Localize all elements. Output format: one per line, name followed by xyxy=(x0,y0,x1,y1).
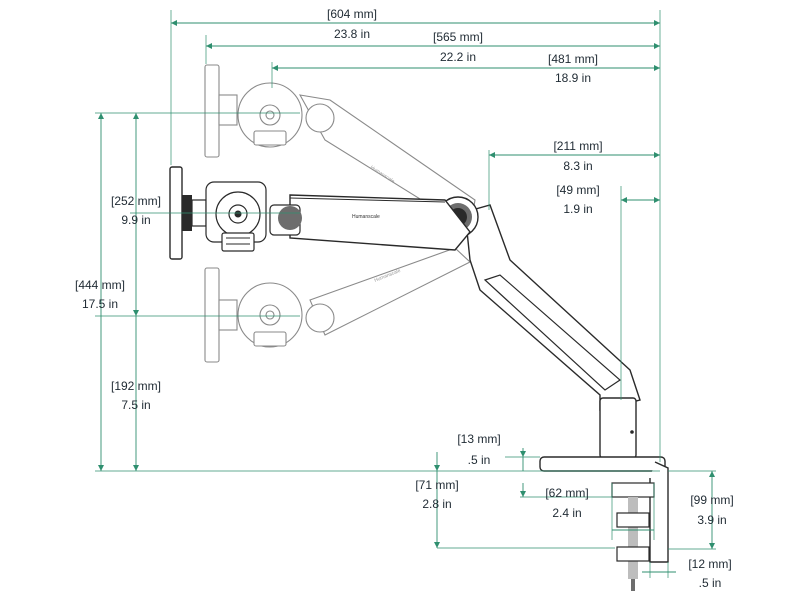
dim-clamp-depth-in: 2.8 in xyxy=(422,497,451,511)
dim-desk-range-mm: [99 mm] xyxy=(690,493,733,507)
dim-base-thickness-in: .5 in xyxy=(468,453,491,467)
arm-lower-segment xyxy=(464,204,641,459)
dim-min-height-in: 7.5 in xyxy=(121,398,150,412)
dim-overall-reach-mm: [604 mm] xyxy=(327,7,377,21)
dim-clamp-width-mm: [62 mm] xyxy=(545,486,588,500)
dim-min-reach-mm: [481 mm] xyxy=(548,52,598,66)
dim-max-height-mm: [444 mm] xyxy=(75,278,125,292)
dimension-lines xyxy=(95,10,716,578)
desk-clamp xyxy=(539,456,669,591)
dim-min-height-mm: [192 mm] xyxy=(111,379,161,393)
dim-mid-reach-in: 22.2 in xyxy=(440,50,476,64)
dim-min-reach-in: 18.9 in xyxy=(555,71,591,85)
dim-clamp-lip-in: .5 in xyxy=(699,576,722,590)
dim-overall-reach-in: 23.8 in xyxy=(334,27,370,41)
dim-post-offset-mm: [49 mm] xyxy=(556,183,599,197)
arm-lower-position: Humanscale xyxy=(204,247,471,363)
monitor-arm-illustration: Humanscale Humanscale xyxy=(169,64,669,591)
dim-desk-range-in: 3.9 in xyxy=(697,513,726,527)
dim-post-offset-in: 1.9 in xyxy=(563,202,592,216)
dim-mid-reach-mm: [565 mm] xyxy=(433,30,483,44)
brand-label-main: Humanscale xyxy=(352,214,380,220)
dim-height-adjust-in: 9.9 in xyxy=(121,213,150,227)
dim-pivot-offset-in: 8.3 in xyxy=(563,159,592,173)
dim-clamp-lip-mm: [12 mm] xyxy=(688,557,731,571)
dim-height-adjust-mm: [252 mm] xyxy=(111,194,161,208)
arm-upper-position: Humanscale xyxy=(204,64,476,231)
dim-pivot-offset-mm: [211 mm] xyxy=(553,139,602,153)
dim-clamp-depth-mm: [71 mm] xyxy=(415,478,458,492)
dim-clamp-width-in: 2.4 in xyxy=(552,506,581,520)
arm-upper-segment: Humanscale xyxy=(269,194,471,251)
dim-max-height-in: 17.5 in xyxy=(82,297,118,311)
dimension-labels: [604 mm] 23.8 in [565 mm] 22.2 in [481 m… xyxy=(75,7,734,590)
dim-base-thickness-mm: [13 mm] xyxy=(457,432,500,446)
